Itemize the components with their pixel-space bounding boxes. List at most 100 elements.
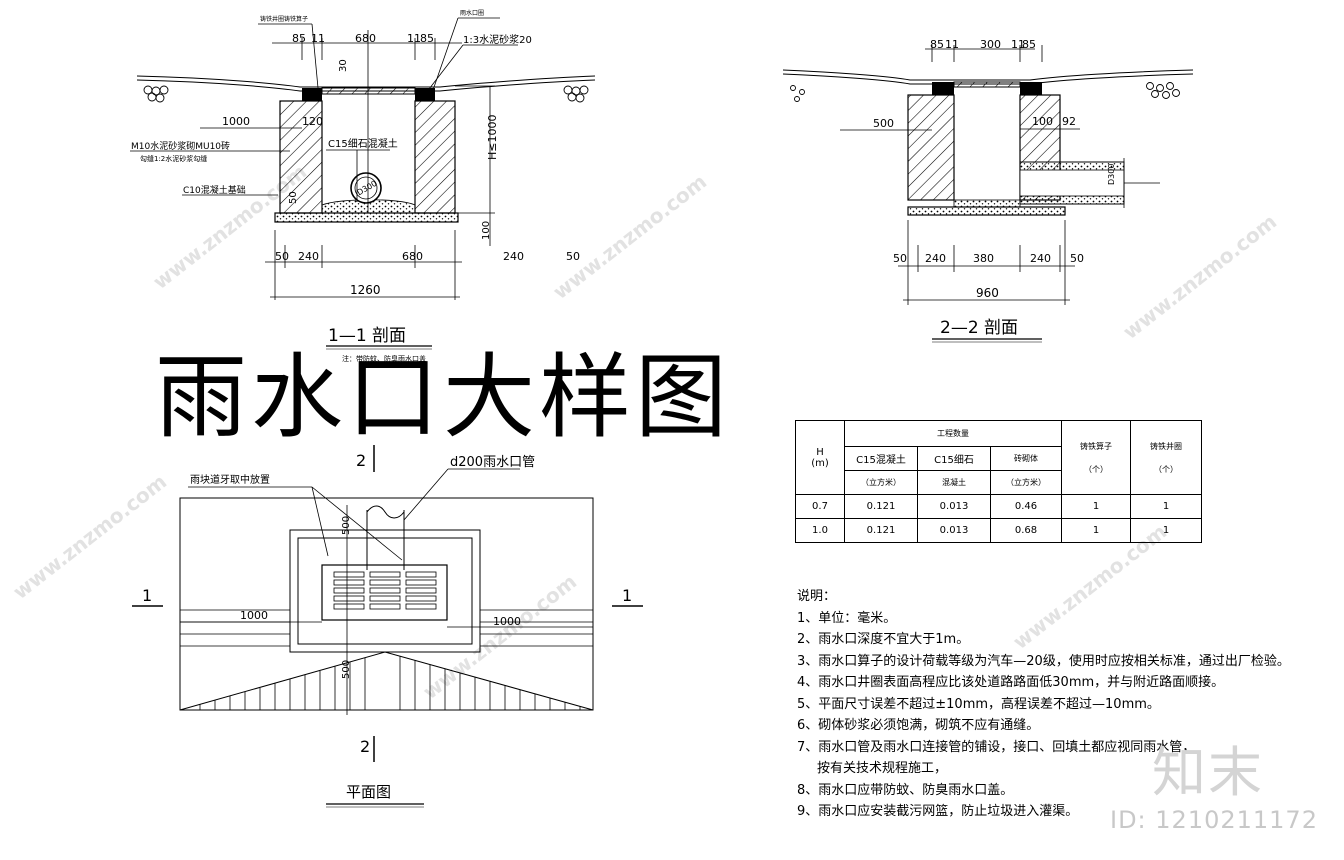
ground-line bbox=[782, 69, 1194, 81]
dim-text: 100 bbox=[481, 221, 492, 240]
ground-line bbox=[136, 75, 596, 88]
note-item: 6、砌体砂浆必须饱满，砌筑不应有通缝。 bbox=[797, 718, 1040, 733]
quantity-table-wrap: H (m) 工程数量 铸铁算子（个） 铸铁井圈（个） C15混凝土 C15细石 … bbox=[795, 420, 1202, 543]
dim-text: 500 bbox=[341, 660, 352, 679]
gravel-symbol bbox=[790, 82, 1180, 102]
dim-text: 85 bbox=[292, 32, 306, 45]
grate bbox=[321, 87, 416, 95]
table-row: 1.0 0.121 0.013 0.68 1 1 bbox=[795, 518, 1202, 543]
section-1-1: D300 85 11 680 11 85 30 铸铁井圈铸铁算子 雨水口圈 1:… bbox=[130, 9, 596, 363]
brick-wall-left bbox=[279, 100, 323, 214]
dim-text: 120 bbox=[302, 115, 323, 128]
callout-grate: 铸铁井圈铸铁算子 bbox=[260, 15, 308, 23]
dim-text: 50 bbox=[288, 191, 299, 204]
dim-text: 11 bbox=[407, 32, 421, 45]
callout-mortar: 1:3水泥砂浆20 bbox=[463, 33, 532, 46]
dim-text: 50 bbox=[566, 250, 580, 263]
note-item: 9、雨水口应安装截污网篮，防止垃圾进入灌渠。 bbox=[797, 804, 1079, 819]
brick-wall-right bbox=[414, 100, 456, 214]
dim-text: 1260 bbox=[350, 283, 381, 297]
iron-frame-left bbox=[302, 88, 322, 101]
note-item: 8、雨水口应带防蚊、防臭雨水口盖。 bbox=[797, 782, 1014, 798]
h-header: H (m) bbox=[795, 420, 845, 495]
masonry-label: 勾缝1:2水泥砂浆勾缝 bbox=[140, 154, 207, 163]
pipe-break bbox=[366, 505, 405, 519]
watermark-text: www.znzmo.com bbox=[548, 169, 711, 304]
iron-frame-right bbox=[1020, 82, 1042, 95]
note-item: 3、雨水口算子的设计荷载等级为汽车—20级，使用时应按相关标准，通过出厂检验。 bbox=[797, 653, 1290, 669]
watermark-text: www.znzmo.com bbox=[1118, 209, 1281, 344]
plan-view: 1000 1000 500 500 1 1 2 2 雨块道牙取中放置 d200雨… bbox=[132, 445, 643, 808]
section-2-2: D300 85 11 300 11 85 500 100 92 50 240 3… bbox=[782, 38, 1194, 343]
dim-text: 92 bbox=[1062, 115, 1076, 128]
dim-text: 1000 bbox=[493, 615, 521, 628]
notes-heading: 说明： bbox=[797, 589, 837, 604]
dim-text: 240 bbox=[298, 250, 319, 263]
height-label: H≤1000 bbox=[486, 115, 499, 160]
road-slope bbox=[179, 651, 594, 711]
plan-outline bbox=[179, 497, 594, 711]
dim-text: 240 bbox=[1030, 252, 1051, 265]
note-item: 7、雨水口管及雨水口连接管的铺设，接口、回填土都应视同雨水管， bbox=[797, 739, 1196, 755]
col-header: 砖砌体 bbox=[990, 446, 1062, 471]
watermark-text: www.znzmo.com bbox=[8, 469, 171, 604]
brick-wall-left bbox=[907, 94, 955, 201]
notes-block: 说明： 1、单位：毫米。 2、雨水口深度不宜大于1m。 3、雨水口算子的设计荷载… bbox=[797, 586, 1290, 823]
note-item: 5、平面尺寸误差不超过±10mm，高程误差不超过—10mm。 bbox=[797, 696, 1160, 712]
callout-inlet: 雨水口圈 bbox=[460, 9, 484, 17]
col-header: 铸铁算子（个） bbox=[1061, 420, 1131, 495]
dim-text: 11 bbox=[945, 38, 959, 51]
grate-slots bbox=[333, 571, 437, 610]
col-unit: （立方米） bbox=[990, 470, 1062, 495]
dim-text: 11 bbox=[1011, 38, 1025, 51]
iron-frame-right bbox=[415, 88, 435, 101]
curb-note: 雨块道牙取中放置 bbox=[190, 473, 270, 486]
concrete-base bbox=[274, 212, 459, 223]
concrete-base-label: C10混凝土基础 bbox=[183, 184, 246, 196]
plan-label: 平面图 bbox=[346, 783, 391, 801]
pipe-label: D300 bbox=[1107, 164, 1116, 185]
dim-text: 85 bbox=[1022, 38, 1036, 51]
dim-text: 300 bbox=[980, 38, 1001, 51]
note-item: 4、雨水口井圈表面高程应比该处道路路面低30mm，并与附近路面顺接。 bbox=[797, 675, 1225, 690]
brand-id: ID: 1210211172 bbox=[1110, 806, 1318, 834]
iron-frame-left bbox=[932, 82, 954, 95]
section-mark: 2 bbox=[356, 451, 366, 470]
note-item: 2、雨水口深度不宜大于1m。 bbox=[797, 632, 970, 647]
dim-text: 50 bbox=[1070, 252, 1084, 265]
dim-text: 1000 bbox=[240, 609, 268, 622]
grate-frame bbox=[321, 564, 448, 621]
dim-text: 960 bbox=[976, 286, 999, 300]
section-mark: 1 bbox=[142, 586, 152, 605]
dim-text: 680 bbox=[355, 32, 376, 45]
col-header: 铸铁井圈（个） bbox=[1130, 420, 1202, 495]
col-unit: 混凝土 bbox=[917, 470, 991, 495]
fill-concrete-label: C15细石混凝土 bbox=[328, 137, 398, 150]
concrete-base bbox=[907, 206, 1066, 216]
pipe-note: d200雨水口管 bbox=[450, 455, 535, 470]
dim-text: 100 bbox=[1032, 115, 1053, 128]
note-item: 按有关技术规程施工， bbox=[817, 761, 948, 776]
dim-text: 50 bbox=[893, 252, 907, 265]
grate bbox=[953, 81, 1021, 88]
table-row: 0.7 0.121 0.013 0.46 1 1 bbox=[795, 494, 1202, 519]
dim-text: 1000 bbox=[222, 115, 250, 128]
dim-text: 50 bbox=[275, 250, 289, 263]
section-label: 2—2 剖面 bbox=[940, 318, 1018, 338]
dim-text: 240 bbox=[925, 252, 946, 265]
dim-text: 500 bbox=[873, 117, 894, 130]
col-unit: （立方米） bbox=[844, 470, 918, 495]
brand-watermark: 知末 bbox=[1152, 741, 1264, 804]
dim-text: 680 bbox=[402, 250, 423, 263]
masonry-label: M10水泥砂浆砌MU10砖 bbox=[131, 140, 230, 152]
dim-text: 85 bbox=[420, 32, 434, 45]
col-header: C15混凝土 bbox=[844, 446, 918, 471]
section-mark: 2 bbox=[360, 737, 370, 756]
col-header: C15细石 bbox=[917, 446, 991, 471]
drawing-title: 雨水口大样图 bbox=[155, 344, 732, 451]
gravel-symbol bbox=[143, 85, 589, 103]
quantity-table: H (m) 工程数量 铸铁算子（个） 铸铁井圈（个） C15混凝土 C15细石 … bbox=[795, 420, 1202, 543]
dim-text: 30 bbox=[338, 59, 349, 72]
note-item: 1、单位：毫米。 bbox=[797, 610, 897, 626]
